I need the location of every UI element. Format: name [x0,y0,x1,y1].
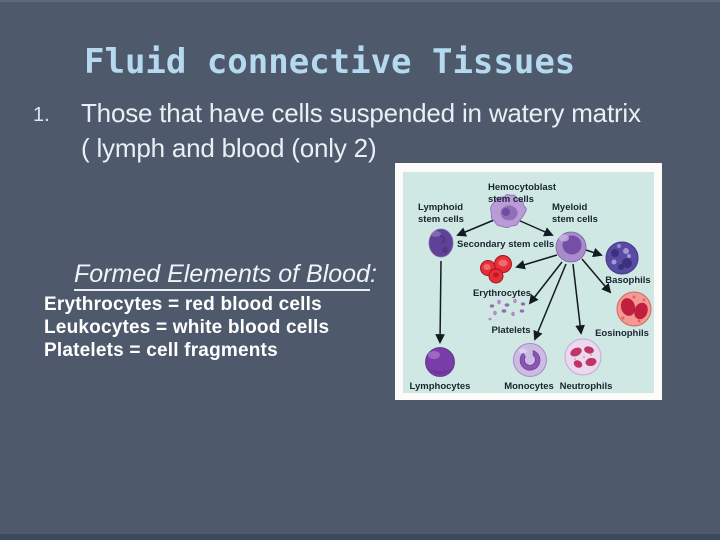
arrow-hemocytoblast-to-lymphoid [456,219,495,237]
blood-cell-lineage-diagram: Hemocytoblast stem cells Lymphoid stem c… [395,163,662,400]
slide-bottom-edge [0,534,720,540]
formed-line-erythrocytes: Erythrocytes = red blood cells [44,294,322,315]
diagram-labels: Hemocytoblast stem cells Lymphoid stem c… [410,182,651,392]
basophil-cell [605,241,639,275]
label-hemocytoblast-line2: stem cells [488,194,534,205]
monocyte-cell [513,343,547,377]
label-lymphoid-line2: stem cells [418,214,464,225]
label-erythrocytes: Erythrocytes [473,288,531,299]
label-platelets: Platelets [491,325,530,336]
label-lymphoid-line1: Lymphoid [418,202,463,213]
label-basophils: Basophils [605,275,650,286]
arrow-myeloid-to-monocytes [533,263,567,341]
platelets-fragments [488,298,526,321]
formed-elements-heading: Formed Elements of Blood: [74,260,377,291]
myeloid-stem-cell [555,231,587,263]
label-lymphocytes: Lymphocytes [410,381,471,392]
arrow-hemocytoblast-to-myeloid [517,219,554,237]
bullet-text-line1: Those that have cells suspended in water… [81,98,641,128]
neutrophil-cell [564,338,602,376]
lineage-arrows [435,219,612,344]
lymphocyte-cell [425,347,455,377]
arrow-myeloid-to-neutrophils [572,263,585,335]
label-neutrophils: Neutrophils [560,381,613,392]
formed-elements-heading-underlined: Formed Elements of Blood [74,260,370,291]
arrow-myeloid-to-basophils [585,247,603,258]
label-monocytes: Monocytes [504,381,554,392]
arrow-myeloid-to-erythrocytes [515,254,558,270]
label-myeloid-line2: stem cells [552,214,598,225]
lymphoid-stem-cell [428,228,454,258]
label-secondary-stem-cells: Secondary stem cells [457,239,554,250]
formed-elements-list: Erythrocytes = red blood cells Leukocyte… [44,293,329,362]
eosinophil-cell [616,291,652,327]
erythrocytes-cells [480,255,512,284]
label-eosinophils: Eosinophils [595,328,649,339]
arrow-lymphoid-to-lymphocytes [435,260,445,344]
hemocytoblast-cell [490,194,527,229]
formed-line-leukocytes: Leukocytes = white blood cells [44,317,330,338]
slide-title: Fluid connective Tissues [84,42,576,82]
label-myeloid-line1: Myeloid [552,202,588,213]
list-number: 1. [33,104,50,126]
arrow-myeloid-to-platelets [528,261,563,305]
formed-elements-heading-colon: : [369,260,377,288]
formed-line-platelets: Platelets = cell fragments [44,340,278,361]
bullet-text-line2: ( lymph and blood (only 2) [81,133,377,163]
label-hemocytoblast-line1: Hemocytoblast [488,182,557,193]
arrow-myeloid-to-eosinophils [581,258,612,294]
slide-top-edge [0,0,720,2]
